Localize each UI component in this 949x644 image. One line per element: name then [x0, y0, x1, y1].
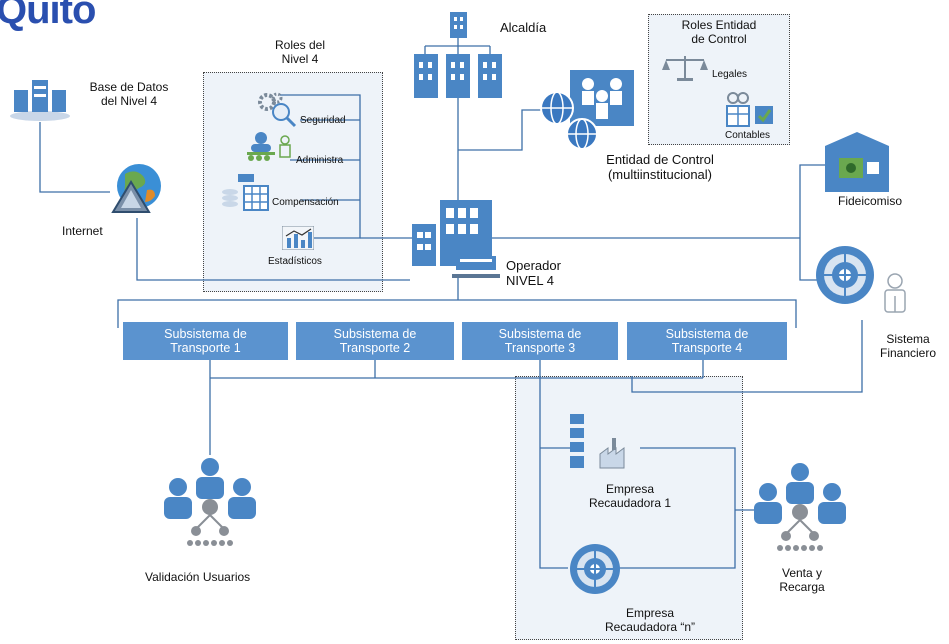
base-datos-label: Base de Datos del Nivel 4: [74, 80, 184, 108]
roles-entidad-title-line2: de Control: [691, 32, 747, 46]
validacion-usuarios-label: Validación Usuarios: [145, 570, 251, 584]
legales-scale-icon: [662, 56, 708, 81]
roles-entidad-title-line1: Roles Entidad: [681, 18, 757, 32]
entidad-control-line1: Entidad de Control: [606, 152, 714, 167]
subsistema-1-line2: Transporte 1: [170, 341, 241, 355]
entidad-control-group-icon: [540, 70, 634, 150]
brand-logo-text: Quito: [0, 0, 96, 32]
empresa-n-line2: Recaudadora “n”: [604, 620, 696, 634]
subsistema-3-line1: Subsistema de: [498, 327, 582, 341]
seguridad-gears-icon: [258, 92, 297, 128]
alcaldia-building-left-icon: [414, 54, 438, 98]
operador-line1: Operador: [506, 258, 561, 273]
subsistema-3-line2: Transporte 3: [504, 341, 576, 355]
empresa-n-label: Empresa Recaudadora “n”: [580, 606, 720, 634]
operador-label: Operador NIVEL 4: [506, 258, 561, 288]
sistema-financiero-label: Sistema Financiero: [870, 332, 946, 360]
compensacion-icon: [222, 174, 269, 211]
sistema-financiero-line2: Financiero: [879, 346, 937, 360]
sistema-financiero-line1: Sistema: [886, 332, 930, 346]
empresa-n-line1: Empresa: [625, 606, 675, 620]
subsistema-1-line1: Subsistema de: [164, 327, 247, 341]
operador-building-icon: [412, 200, 500, 278]
database-servers-icon: [10, 80, 70, 121]
administra-label: Administra: [296, 155, 344, 166]
roles-nivel4-title-line1: Roles del: [274, 38, 326, 52]
empresa1-label: Empresa Recaudadora 1: [570, 482, 690, 510]
contables-binoculars-icon: [726, 92, 773, 127]
seguridad-label: Seguridad: [300, 115, 346, 126]
empresa-n-vault-icon: [570, 544, 620, 594]
fideicomiso-label: Fideicomiso: [838, 194, 903, 208]
internet-globe-icon: [111, 164, 161, 213]
sistema-financiero-person-icon: [884, 273, 906, 313]
alcaldia-building-right-icon: [478, 54, 502, 98]
venta-recarga-line2: Recarga: [779, 580, 825, 594]
alcaldia-top-building-icon: [450, 12, 467, 38]
entidad-control-line2: (multiinstitucional): [607, 167, 713, 182]
venta-recarga-group-icon: [754, 463, 846, 551]
venta-recarga-label: Venta y Recarga: [770, 566, 834, 594]
subsistema-2-line2: Transporte 2: [339, 341, 411, 355]
internet-label: Internet: [62, 224, 103, 238]
estadisticos-label: Estadísticos: [268, 256, 322, 267]
roles-nivel4-title: Roles del Nivel 4: [240, 38, 360, 66]
contables-label: Contables: [725, 130, 771, 141]
operador-line2: NIVEL 4: [506, 273, 554, 288]
roles-nivel4-box: [203, 72, 383, 292]
subsistema-4-line1: Subsistema de: [665, 327, 749, 341]
recaudadoras-box: [515, 376, 743, 640]
empresa1-server-factory-icon: [570, 414, 625, 469]
administra-people-icon: [247, 132, 291, 161]
compensacion-label: Compensación: [272, 197, 339, 208]
base-datos-line2: del Nivel 4: [100, 94, 158, 108]
subsistema-4-line2: Transporte 4: [671, 341, 743, 355]
empresa1-line1: Empresa: [605, 482, 655, 496]
alcaldia-building-center-icon: [446, 54, 470, 98]
estadisticos-chart-icon: [282, 226, 314, 250]
fideicomiso-vault-icon: [825, 132, 889, 192]
base-datos-line1: Base de Datos: [89, 80, 169, 94]
entidad-control-label: Entidad de Control (multiinstitucional): [575, 152, 745, 182]
alcaldia-label: Alcaldía: [500, 20, 547, 35]
legales-label: Legales: [712, 69, 748, 80]
roles-entidad-title: Roles Entidad de Control: [660, 18, 778, 46]
validacion-usuarios-group-icon: [164, 458, 256, 546]
roles-nivel4-title-line2: Nivel 4: [281, 52, 319, 66]
venta-recarga-line1: Venta y: [781, 566, 823, 580]
subsistema-2-line1: Subsistema de: [333, 327, 417, 341]
empresa1-line2: Recaudadora 1: [588, 496, 672, 510]
sistema-financiero-vault-icon: [816, 246, 874, 304]
